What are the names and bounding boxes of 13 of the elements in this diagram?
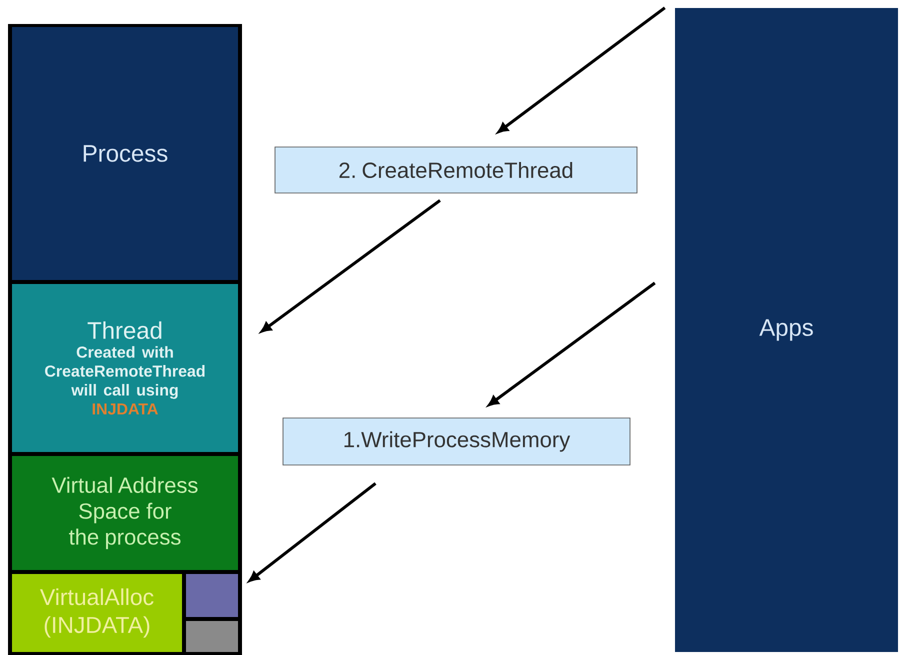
apps-box: Apps: [675, 8, 898, 652]
memory-block: [186, 621, 238, 652]
process-box: Process: [12, 27, 238, 280]
arrow: [488, 282, 656, 406]
step-box: 2. CreateRemoteThread: [274, 146, 638, 194]
memory-block: VirtualAlloc (INJDATA): [12, 574, 182, 652]
arrow: [260, 199, 441, 332]
arrow: [498, 6, 666, 133]
thread-box: Thread Created with CreateRemoteThread will call using INJDATA: [12, 284, 238, 452]
step-box: 1.WriteProcessMemory: [282, 418, 630, 466]
address-space-box: Virtual Address Space for the process: [12, 456, 238, 570]
memory-block: [186, 574, 238, 617]
arrow: [248, 482, 376, 582]
